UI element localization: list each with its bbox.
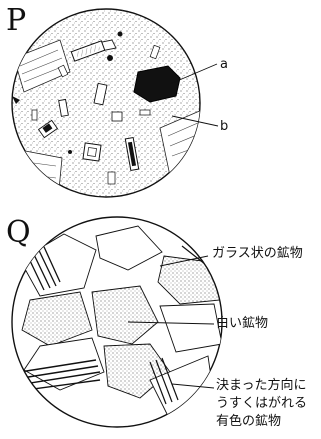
label-white-mineral: 白い鉱物 — [216, 316, 268, 331]
rock-q-section — [12, 217, 222, 427]
label-a: a — [220, 57, 228, 72]
label-colored-mineral-line1: 決まった方向に — [216, 378, 306, 393]
label-colored-mineral-line3: 有色の鉱物 — [216, 414, 281, 429]
label-b: b — [220, 119, 228, 134]
figure-p-letter: P — [6, 6, 26, 36]
rock-p-section — [10, 8, 218, 208]
label-glassy-mineral: ガラス状の鉱物 — [212, 246, 303, 261]
figure-q-letter: Q — [6, 218, 31, 248]
label-colored-mineral-line2: うすくはがれる — [216, 396, 307, 411]
